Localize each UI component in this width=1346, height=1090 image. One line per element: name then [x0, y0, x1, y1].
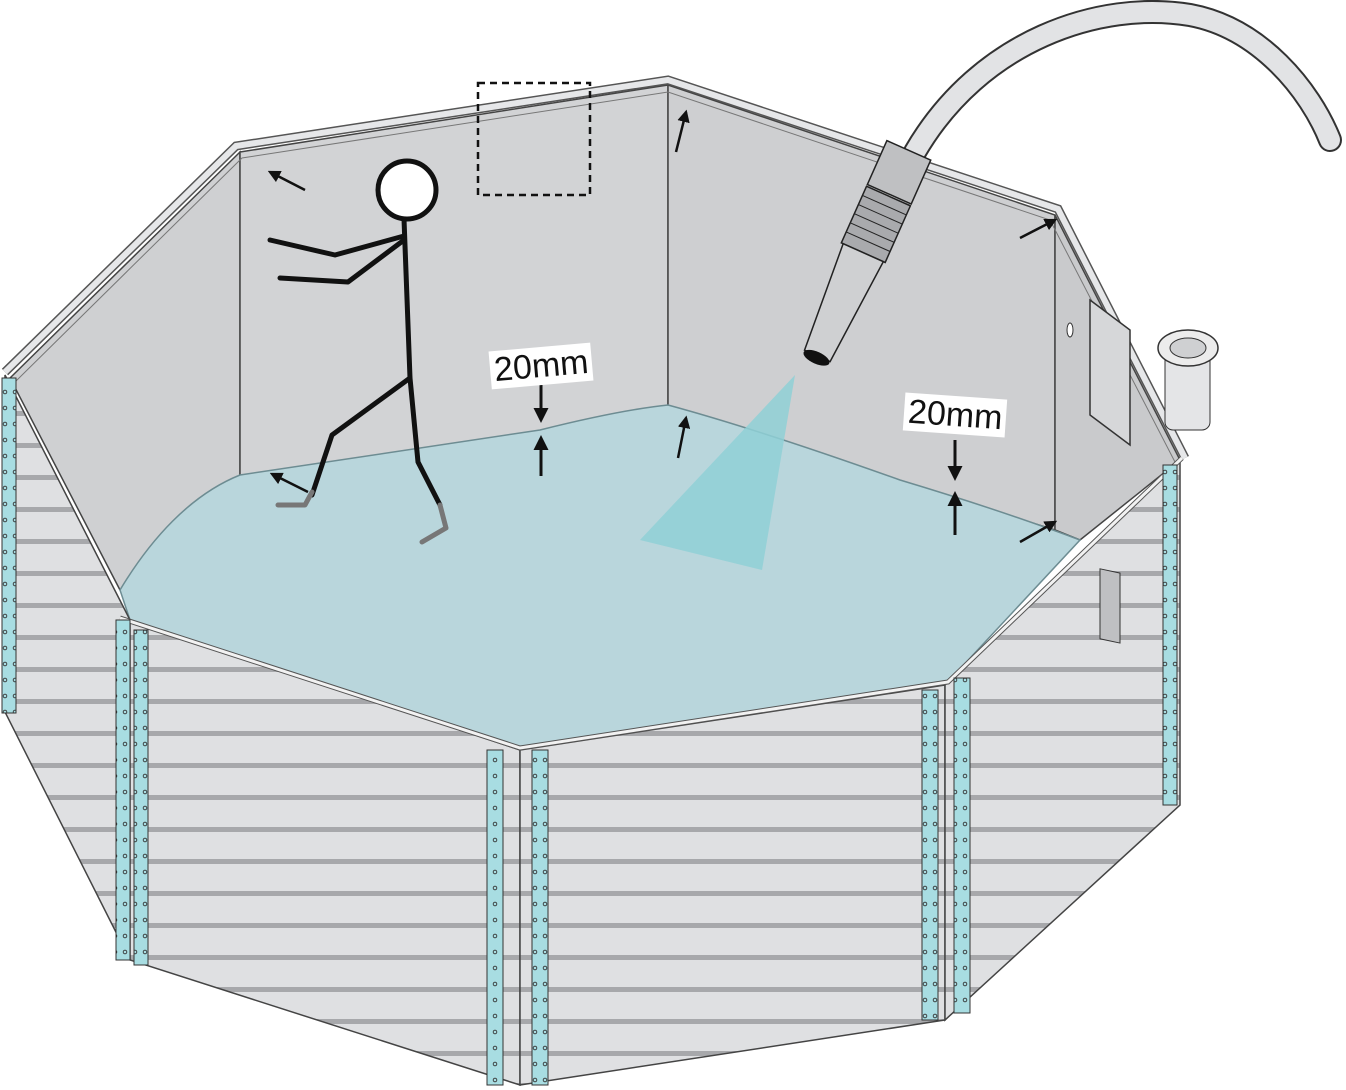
corner-post — [922, 690, 938, 1020]
corner-post — [2, 378, 16, 713]
corner-post — [134, 630, 148, 965]
outer-wall-front-right — [520, 685, 945, 1085]
corner-post — [532, 750, 548, 1085]
corner-post — [116, 620, 130, 960]
gap-label-right: 20mm — [903, 392, 1008, 437]
corner-post — [487, 750, 503, 1085]
corner-post — [1163, 465, 1177, 805]
corner-post — [954, 678, 970, 1013]
